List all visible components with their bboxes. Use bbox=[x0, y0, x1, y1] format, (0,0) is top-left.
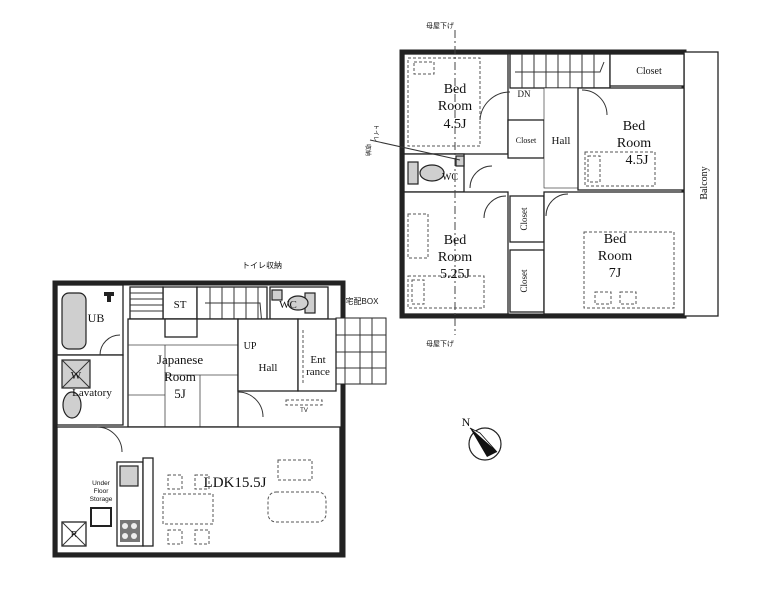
dining-table bbox=[162, 493, 214, 525]
bed-se-size: 7J bbox=[609, 266, 622, 281]
first-floor-plan bbox=[52, 280, 387, 558]
toilet-storage-note-1f: トイレ収納 bbox=[242, 260, 282, 270]
underfloor-label-2: Floor bbox=[94, 488, 110, 495]
entrance-label-2: rance bbox=[306, 366, 330, 378]
bed-ne-size: 4.5J bbox=[626, 153, 650, 168]
japanese-room-size: 5J bbox=[174, 386, 186, 401]
ub-label: UB bbox=[88, 311, 105, 325]
toilet-1f bbox=[287, 295, 309, 311]
eaves-note-bottom: 母屋下げ bbox=[426, 339, 454, 348]
hall-1f-label: Hall bbox=[259, 362, 278, 374]
closet-hall-label: Closet bbox=[516, 136, 537, 145]
st-label: ST bbox=[174, 299, 187, 311]
entrance-porch bbox=[336, 318, 386, 384]
bed-ne-label-1: Bed bbox=[623, 119, 646, 134]
underfloor-label-3: Storage bbox=[90, 496, 113, 503]
closet-mid2-label: Closet bbox=[519, 269, 529, 293]
underfloor-label-1: Under bbox=[92, 480, 111, 487]
up-label: UP bbox=[244, 341, 257, 352]
eaves-note-top: 母屋下げ bbox=[426, 21, 454, 30]
dn-label: DN bbox=[518, 89, 531, 99]
closet-mid1-label: Closet bbox=[519, 207, 529, 231]
balcony-label: Balcony bbox=[699, 166, 710, 199]
closet-top-label: Closet bbox=[636, 66, 662, 77]
second-floor-plan bbox=[369, 30, 719, 335]
tatami-mats bbox=[128, 344, 238, 427]
coffee-table bbox=[277, 459, 313, 481]
fridge-label: R bbox=[71, 530, 77, 539]
bed-nw-label-2: Room bbox=[438, 99, 472, 114]
toilet-2f bbox=[419, 164, 445, 182]
lavatory-label: Lavatory bbox=[72, 387, 112, 399]
tv-label: TV bbox=[300, 408, 308, 414]
sofa bbox=[267, 491, 327, 523]
wc-2f-label: WC bbox=[442, 172, 458, 183]
bed-nw-label-1: Bed bbox=[444, 82, 467, 97]
ldk-label: LDK15.5J bbox=[204, 475, 267, 491]
washer-label: W bbox=[71, 370, 82, 382]
bed-sw-label-1: Bed bbox=[444, 233, 467, 248]
washbasin bbox=[62, 391, 82, 419]
hall-2f-label: Hall bbox=[552, 135, 571, 147]
compass-icon bbox=[468, 427, 502, 461]
bed-sw-label-2: Room bbox=[438, 250, 472, 265]
bed-se-label-2: Room bbox=[598, 249, 632, 264]
bed-sw-size: 5.25J bbox=[440, 267, 471, 282]
wc-1f-label: WC bbox=[279, 299, 297, 311]
japanese-room-label-1: Japanese bbox=[157, 352, 203, 367]
entrance-label-1: Ent bbox=[310, 354, 325, 366]
first-floor-stairs bbox=[129, 286, 268, 350]
compass-label: N bbox=[462, 415, 471, 429]
toilet-storage-note-2f-1: トイレ bbox=[372, 124, 378, 142]
japanese-room-label-2: Room bbox=[164, 369, 196, 384]
bed-se-label-1: Bed bbox=[604, 232, 627, 247]
storage-box-note: 宅配BOX bbox=[346, 296, 380, 306]
bed-nw-size: 4.5J bbox=[444, 117, 468, 132]
bed-ne-label-2: Room bbox=[617, 136, 651, 151]
bathtub bbox=[61, 292, 87, 350]
balcony bbox=[683, 51, 719, 317]
toilet-storage-note-2f-2: 収納 bbox=[364, 144, 372, 156]
second-floor-stairs bbox=[515, 54, 605, 88]
